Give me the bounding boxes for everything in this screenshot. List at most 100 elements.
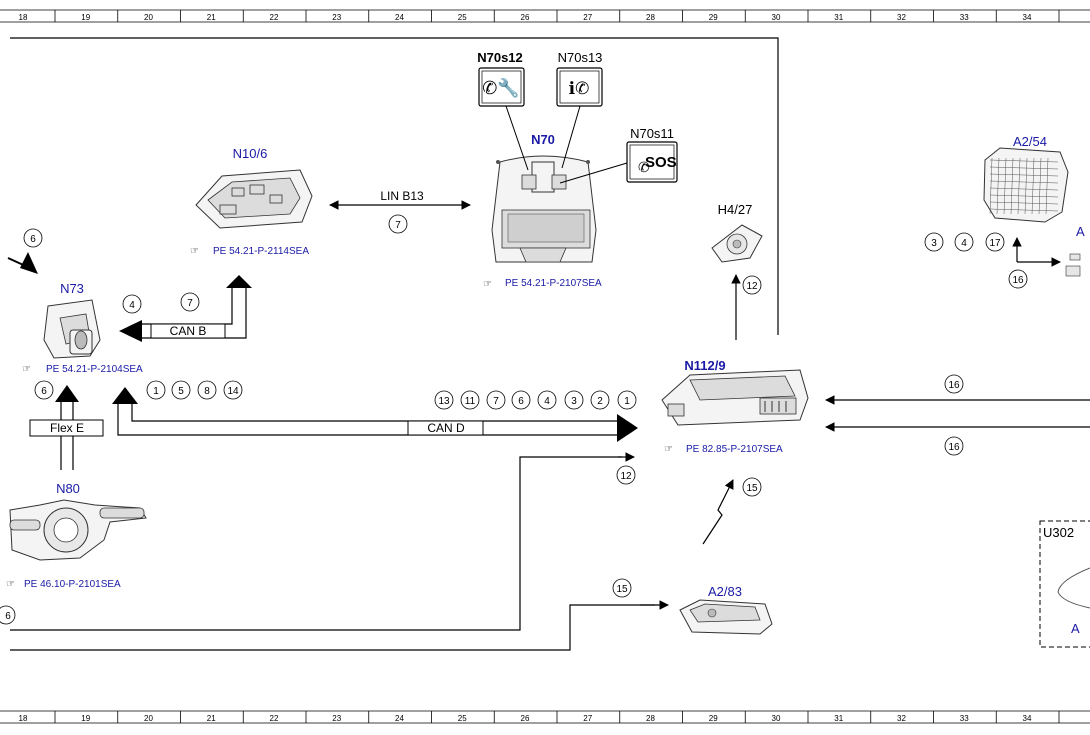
ruler-number: 29 <box>709 714 718 723</box>
n112-9-ref[interactable]: PE 82.85-P-2107SEA <box>686 444 783 455</box>
ruler-number: 31 <box>834 13 843 22</box>
ruler-number: 32 <box>897 714 906 723</box>
lin-b13-label: LIN B13 <box>380 189 424 203</box>
circle-number: 2 <box>597 396 603 407</box>
ruler-number: 33 <box>960 714 969 723</box>
pointing-hand-icon: ☞ <box>483 279 492 290</box>
ruler-number: 34 <box>1023 13 1032 22</box>
ruler-number: 22 <box>270 714 279 723</box>
edge-label-a-bottom: A <box>1071 621 1080 636</box>
lin-b13-bus: LIN B13 7 <box>329 189 471 234</box>
left-edge-bottom-circle <box>0 605 16 625</box>
grid-line <box>989 159 1059 163</box>
circle-marker <box>146 380 166 400</box>
ruler-number: 30 <box>772 714 781 723</box>
a2-83-label: A2/83 <box>708 584 742 599</box>
pointing-hand-icon: ☞ <box>22 364 31 375</box>
ruler-number: 24 <box>395 13 404 22</box>
n80-ref[interactable]: PE 46.10-P-2101SEA <box>24 579 121 590</box>
circle-number: 7 <box>395 220 401 231</box>
ruler-number: 23 <box>332 13 341 22</box>
n73-label: N73 <box>60 281 84 296</box>
flex-e-label: Flex E <box>50 421 84 435</box>
n10-6-ref[interactable]: PE 54.21-P-2114SEA <box>213 246 309 257</box>
grid-line <box>989 194 1059 198</box>
left-edge-top-link: 6 <box>7 228 43 274</box>
ruler-number: 21 <box>207 13 216 22</box>
circle-number: 7 <box>187 298 193 309</box>
ruler-number: 26 <box>521 714 530 723</box>
circle-marker <box>924 232 944 252</box>
circle-number: 6 <box>518 396 524 407</box>
circle-marker <box>171 380 191 400</box>
circle-marker <box>954 232 974 252</box>
n112-9-label: N112/9 <box>684 358 725 373</box>
circle-number: 4 <box>961 238 967 249</box>
u302-label: U302 <box>1043 525 1074 540</box>
ruler-number: 22 <box>270 13 279 22</box>
pointing-hand-icon: ☞ <box>6 579 15 590</box>
circle-marker <box>985 232 1005 252</box>
can-d-label: CAN D <box>427 421 465 435</box>
ruler-number: 25 <box>458 13 467 22</box>
grid-line <box>989 166 1059 170</box>
circle-number: 3 <box>571 396 577 407</box>
circle-number: 13 <box>438 396 450 407</box>
ruler-number: 18 <box>19 714 28 723</box>
circle-number: 7 <box>493 396 499 407</box>
flex-e-bus: Flex E 6 <box>29 380 104 470</box>
n70s11-label: N70s11 <box>630 126 674 141</box>
n73-ignition-switch: N73 <box>43 281 101 359</box>
ruler-number: 21 <box>207 714 216 723</box>
circle-number: 11 <box>465 396 476 407</box>
a2-54-label: A2/54 <box>1013 134 1047 149</box>
n80-steering-column-module: N80 <box>9 481 147 561</box>
ruler-number: 19 <box>81 13 90 22</box>
n70s13-button: ℹ✆ N70s13 <box>556 50 603 107</box>
circle-marker <box>486 390 506 410</box>
circle-number: 6 <box>30 234 36 245</box>
line-12-h4: 12 <box>731 274 762 340</box>
circle-number: 17 <box>989 238 1001 249</box>
circle-number: 8 <box>204 386 210 397</box>
ruler-number: 27 <box>583 13 592 22</box>
h4-27-label: H4/27 <box>718 202 753 217</box>
n70s12-label: N70s12 <box>477 50 523 65</box>
edge-label-a-top: A <box>1076 224 1085 239</box>
circle-marker <box>590 390 610 410</box>
sos-text: SOS <box>645 154 677 171</box>
ruler-number: 34 <box>1023 714 1032 723</box>
n70-label: N70 <box>531 132 555 147</box>
grid-line <box>1024 157 1028 215</box>
ruler-number: 24 <box>395 714 404 723</box>
circle-marker <box>460 390 480 410</box>
ruler-number: 19 <box>81 714 90 723</box>
right-lines-16: 16 16 <box>825 374 1090 456</box>
ruler-number: 20 <box>144 714 153 723</box>
line-12-n112: 12 <box>616 452 636 485</box>
circle-number: 6 <box>5 611 11 622</box>
line-15-a2-83: 15 <box>612 578 669 610</box>
n73-ref[interactable]: PE 54.21-P-2104SEA <box>46 364 143 375</box>
circle-marker <box>223 380 243 400</box>
phone-icon: ✆ <box>638 159 650 175</box>
pointing-hand-icon: ☞ <box>190 246 199 257</box>
circle-marker <box>434 390 454 410</box>
grid-line <box>989 157 993 215</box>
ruler-number: 28 <box>646 13 655 22</box>
circle-number: 6 <box>41 386 47 397</box>
n112-9-module: N112/9 <box>661 358 809 426</box>
circle-number: 12 <box>620 471 632 482</box>
circle-number: 3 <box>931 238 937 249</box>
n70-ref[interactable]: PE 54.21-P-2107SEA <box>505 278 602 289</box>
pointing-hand-icon: ☞ <box>664 444 673 455</box>
info-phone-icon: ℹ✆ <box>569 79 590 98</box>
circle-number: 16 <box>1012 275 1024 286</box>
grid-line <box>1010 157 1014 215</box>
ruler-number: 20 <box>144 13 153 22</box>
n10-6-label: N10/6 <box>233 146 268 161</box>
circle-marker <box>617 390 637 410</box>
circle-number: 4 <box>544 396 550 407</box>
